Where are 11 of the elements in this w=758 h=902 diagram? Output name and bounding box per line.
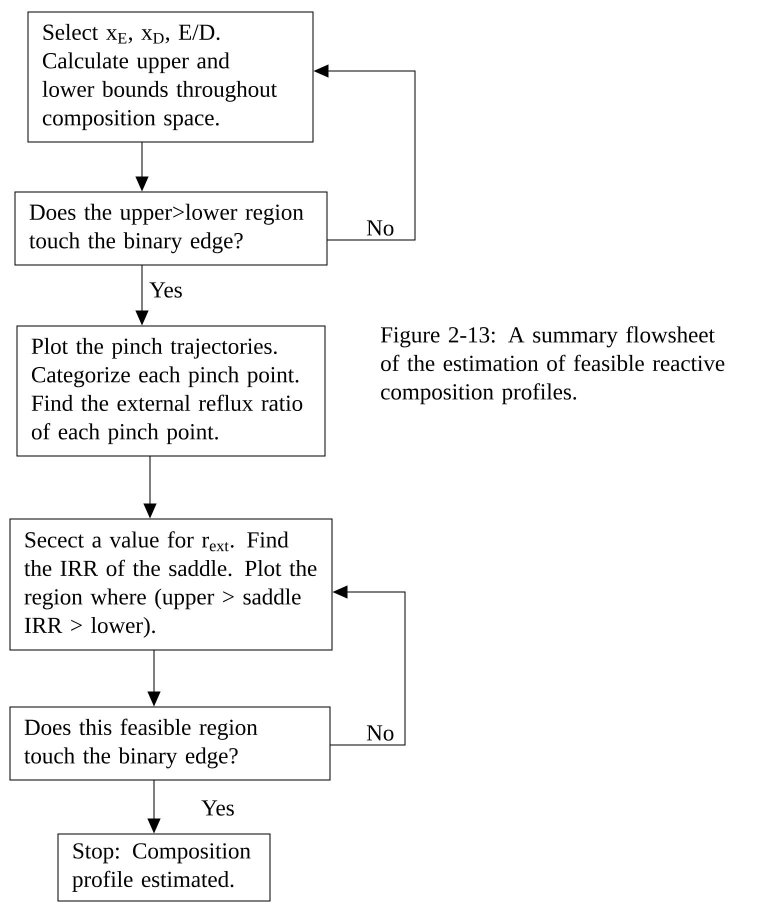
figure-caption: Figure 2-13: A summary flowsheet of the estimation of feasible reactive composition profiles. [380,326,724,404]
process-box: Does the upper>lower region touch the binary edge? [14,192,328,266]
process-box: Select x$_{E}$, x$_{D}$, E/D. Calculate upper and lower bounds throughout composition space. [28,12,314,142]
process-box: Stop: Composition profile estimated. [58,834,270,902]
process-box: Secect a value for r$_{ext}$. Find the IRR of the saddle. Plot the region where (upper > saddle IRR > lower). [10,518,332,650]
edge-label: No [365,724,396,742]
process-box: Does this feasible region touch the binary edge? [10,706,330,780]
edge-label: Yes [148,281,184,299]
process-box: Plot the pinch trajectories. Categorize each pinch point. Find the external reflux ratio of each pinch point. [16,326,326,456]
edge-label: Yes [200,799,236,817]
edge-label: No [365,219,396,237]
